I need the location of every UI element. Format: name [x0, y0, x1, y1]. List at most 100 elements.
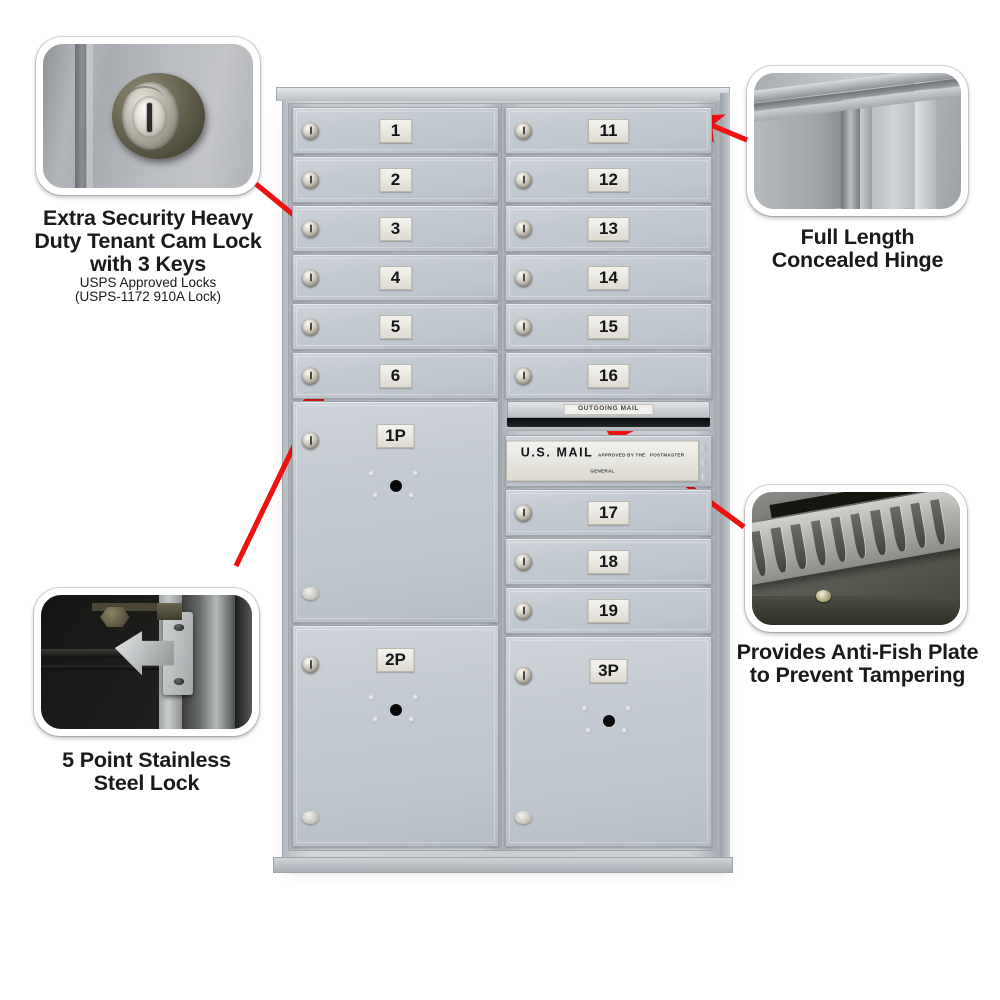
cam-lock-icon[interactable]	[302, 656, 319, 673]
door-jamb	[201, 595, 236, 729]
parcel-number-placard: 2P	[376, 648, 415, 672]
parcel-locker-1P[interactable]: 1P	[292, 401, 499, 623]
cam-lock-icon[interactable]	[515, 667, 532, 684]
upper-bracket	[157, 603, 183, 621]
parcel-knob-icon	[389, 480, 402, 492]
caption-line: Full Length	[800, 225, 915, 249]
cam-lock-icon[interactable]	[515, 220, 532, 237]
usps-approval-placard: U.S. MAIL APPROVED BY THE POSTMASTER GEN…	[506, 440, 699, 482]
tenant-door-12[interactable]: 12	[505, 156, 712, 203]
parcel-dimple-cluster	[367, 692, 424, 728]
cam-lock-icon[interactable]	[515, 553, 532, 570]
usps-collection-door[interactable]: U.S. MAIL APPROVED BY THE POSTMASTER GEN…	[505, 435, 712, 487]
parcel-hinge-icon	[302, 811, 319, 824]
parcel-locker-3P[interactable]: 3P	[505, 636, 712, 847]
cam-lock-icon[interactable]	[302, 432, 319, 449]
tenant-door-14[interactable]: 14	[505, 254, 712, 301]
caption-line: 5 Point Stainless	[62, 748, 231, 772]
parcel-knob-icon	[389, 704, 402, 716]
door-number-placard: 19	[587, 598, 630, 623]
cam-lock-icon[interactable]	[515, 318, 532, 335]
tenant-door-1[interactable]: 1	[292, 107, 499, 154]
cabinet-right-side-panel	[720, 93, 730, 865]
door-number-placard: 1	[378, 118, 413, 143]
cam-lock-icon[interactable]	[302, 122, 319, 139]
hinge-knuckle-highlight	[859, 98, 872, 209]
door-number-placard: 12	[587, 167, 630, 192]
cam-lock-icon[interactable]	[515, 367, 532, 384]
caption-line: Duty Tenant Cam Lock	[34, 229, 262, 253]
right-door-column: 11 12 13 14	[501, 103, 716, 851]
cam-lock-icon[interactable]	[302, 269, 319, 286]
cam-lock-icon[interactable]	[515, 122, 532, 139]
anti-fish-plate-photo	[752, 492, 960, 625]
hex-nut	[100, 607, 130, 628]
collection-hinge-pins	[701, 444, 707, 481]
door-number-placard: 14	[587, 265, 630, 290]
parcel-dimple-cluster	[580, 703, 637, 739]
cam-lock-icon[interactable]	[515, 171, 532, 188]
tenant-door-18[interactable]: 18	[505, 538, 712, 585]
tenant-door-11[interactable]: 11	[505, 107, 712, 154]
cam-lock-icon[interactable]	[515, 269, 532, 286]
cam-lock-icon[interactable]	[302, 367, 319, 384]
cam-lock-caption: Extra Security Heavy Duty Tenant Cam Loc…	[20, 206, 276, 305]
cam-lock-icon[interactable]	[515, 602, 532, 619]
parcel-locker-2P[interactable]: 2P	[292, 625, 499, 847]
concealed-hinge-caption: Full Length Concealed Hinge	[737, 225, 978, 272]
tenant-door-17[interactable]: 17	[505, 489, 712, 536]
cam-lock-icon[interactable]	[515, 504, 532, 521]
tenant-door-19[interactable]: 19	[505, 587, 712, 634]
us-mail-title: U.S. MAIL	[520, 445, 594, 460]
door-number-placard: 11	[587, 118, 630, 143]
tenant-door-2[interactable]: 2	[292, 156, 499, 203]
tenant-door-13[interactable]: 13	[505, 205, 712, 252]
door-number-placard: 6	[378, 363, 413, 388]
cabinet-door-area: 1 2 3 4 5	[288, 103, 716, 851]
door-number-placard: 18	[587, 549, 630, 574]
tenant-door-6[interactable]: 6	[292, 352, 499, 399]
tenant-door-4[interactable]: 4	[292, 254, 499, 301]
tenant-door-15[interactable]: 15	[505, 303, 712, 350]
parcel-number-placard: 3P	[589, 659, 628, 683]
left-door-column: 1 2 3 4 5	[288, 103, 503, 851]
tenant-door-5[interactable]: 5	[292, 303, 499, 350]
outgoing-mail-slot[interactable]: OUTGOING MAIL	[505, 401, 712, 433]
five-point-lock-caption: 5 Point Stainless Steel Lock	[26, 748, 267, 795]
concealed-hinge-photo	[754, 73, 961, 209]
concealed-hinge-inset-frame	[747, 66, 968, 216]
fish-housing-lower	[752, 595, 960, 625]
mounting-screw	[816, 590, 832, 603]
door-rail-shadow-2	[41, 664, 168, 671]
tenant-door-16[interactable]: 16	[505, 352, 712, 399]
lock-ring	[121, 82, 179, 150]
anti-fish-inset-frame	[745, 485, 967, 632]
five-point-lock-photo	[41, 595, 252, 729]
approval-line-1: APPROVED BY THE	[597, 452, 646, 458]
parcel-knob-icon	[602, 715, 615, 727]
keyway-slot	[147, 103, 153, 132]
caption-line: with 3 Keys	[89, 252, 207, 276]
door-number-placard: 13	[587, 216, 630, 241]
parcel-number-placard: 1P	[376, 424, 415, 448]
cam-lock-icon[interactable]	[302, 171, 319, 188]
door-number-placard: 17	[587, 500, 630, 525]
parcel-dimple-cluster	[367, 468, 424, 504]
caption-line: Extra Security Heavy	[43, 206, 253, 230]
cam-lock-icon[interactable]	[302, 318, 319, 335]
caption-sub-line: (USPS-1172 910A Lock)	[74, 289, 222, 305]
plate-rivet-hole	[173, 624, 185, 632]
slot-lip	[507, 427, 710, 431]
cam-lock-icon[interactable]	[302, 220, 319, 237]
lock-barrel	[112, 72, 205, 160]
caption-line: to Prevent Tampering	[749, 663, 966, 687]
parcel-hinge-icon	[515, 811, 532, 824]
outgoing-mail-label: OUTGOING MAIL	[563, 404, 654, 415]
door-number-placard: 16	[587, 363, 630, 388]
tenant-door-3[interactable]: 3	[292, 205, 499, 252]
five-point-lock-inset-frame	[34, 588, 259, 736]
anti-fish-caption: Provides Anti-Fish Plate to Prevent Tamp…	[730, 640, 985, 687]
mounting-bar	[91, 603, 160, 612]
door-jamb-edge	[235, 595, 252, 729]
